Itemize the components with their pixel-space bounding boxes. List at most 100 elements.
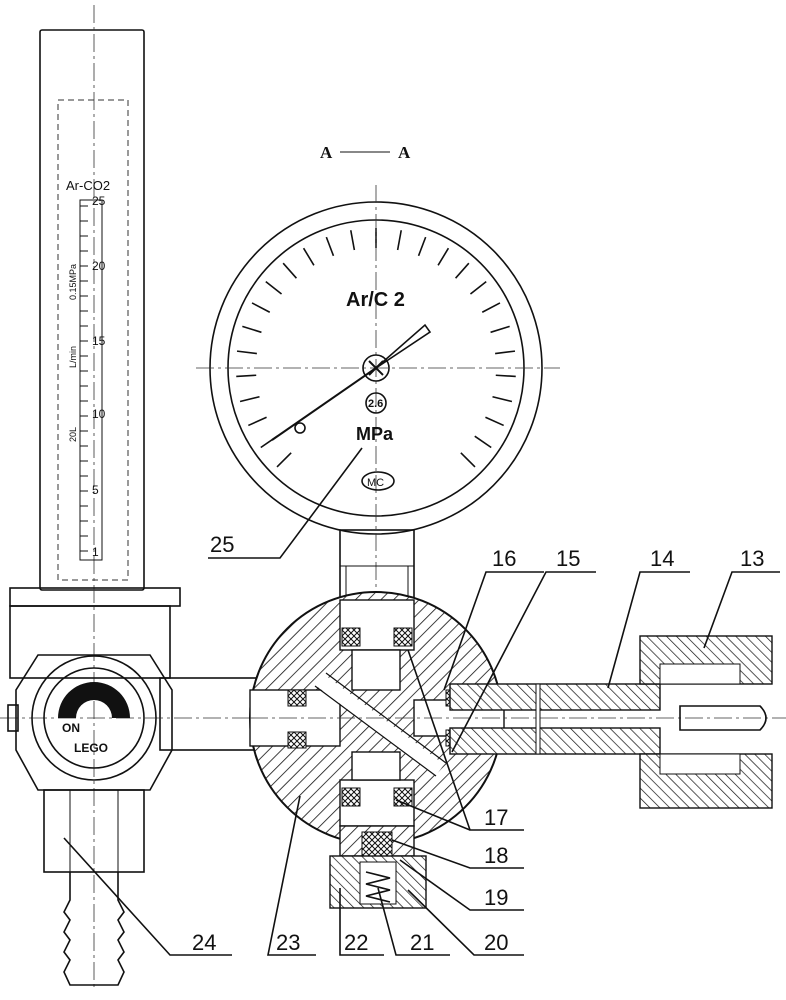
gauge-tick (325, 236, 335, 257)
leader-20 (407, 889, 524, 956)
label-15: 15 (556, 546, 580, 571)
gauge-tick (495, 374, 516, 378)
gauge-tick (454, 262, 470, 279)
gauge-tick (492, 395, 513, 403)
leader-24 (63, 837, 232, 956)
flowmeter-volume-text: 20L (68, 427, 78, 442)
gauge-scale-ticks (236, 228, 516, 468)
gauge-tick (239, 395, 260, 403)
leader-19 (399, 859, 524, 911)
label-14: 14 (650, 546, 674, 571)
gauge-tick (242, 325, 262, 334)
gauge-tick (349, 230, 356, 251)
leader-25 (208, 447, 363, 559)
hose-barb (63, 872, 125, 986)
gauge-tick (251, 302, 271, 313)
leader-22 (339, 888, 384, 956)
gauge-tick (460, 452, 476, 468)
gauge-tick (236, 374, 257, 378)
flow-scale-1: 1 (92, 545, 99, 559)
knob-side-stub (7, 704, 19, 732)
gauge-tick (481, 302, 501, 313)
knob-label-brand: LEGO (74, 741, 108, 755)
leader-16 (443, 571, 544, 691)
gauge-tick (469, 281, 487, 295)
gauge-needle (375, 323, 432, 369)
gauge-tick (248, 416, 267, 427)
gauge-tick (495, 350, 516, 355)
label-25: 25 (210, 532, 234, 557)
flowmeter-unit-text: L/min (68, 346, 78, 368)
flow-scale-15: 15 (92, 334, 106, 348)
flowmeter-tube-inner (57, 99, 129, 581)
connector-pipe-left (159, 677, 261, 751)
flow-scale-20: 20 (92, 259, 106, 273)
flowmeter-body (9, 605, 171, 679)
label-19: 19 (484, 885, 508, 910)
label-17: 17 (484, 805, 508, 830)
gauge-tick (417, 236, 427, 257)
flow-valve-knob: ON LEGO (0, 654, 300, 986)
label-13: 13 (740, 546, 764, 571)
gauge-tick (437, 247, 450, 266)
gauge-tick (490, 325, 510, 334)
gauge-tick (236, 350, 257, 355)
flowmeter-scale-strip (79, 199, 103, 561)
section-letter-left: A (320, 143, 333, 162)
o-ring-left-bottom (287, 731, 307, 749)
section-letter-right: A (398, 143, 411, 162)
flowmeter: Ar-CO2 25 20 15 10 5 1 0.15MPa L/min 20L (9, 5, 181, 990)
leader-21 (377, 887, 450, 956)
knob-dial-arc (58, 682, 130, 718)
outlet-pipe-lower-wall (449, 727, 661, 755)
gauge-unit-label: MPa (356, 424, 394, 444)
gauge-tick (485, 416, 504, 427)
leader-15 (451, 571, 596, 753)
flow-scale-5: 5 (92, 483, 99, 497)
label-18: 18 (484, 843, 508, 868)
gauge-tick (302, 247, 315, 266)
leader-18 (391, 839, 524, 869)
gauge-needle-tail (271, 367, 377, 441)
label-20: 20 (484, 930, 508, 955)
gauge-tick (276, 452, 292, 468)
leader-23 (267, 795, 316, 956)
flowmeter-scale-ticks (80, 205, 88, 552)
knob-inner-ring (43, 667, 145, 769)
label-16: 16 (492, 546, 516, 571)
valve-body (15, 654, 173, 791)
outlet-assembly (449, 635, 773, 809)
flow-scale-25: 25 (92, 194, 106, 208)
gauge-tick (396, 230, 403, 251)
regulator-body (249, 591, 786, 845)
leader-lines (63, 447, 780, 956)
gauge-maker-badge (361, 471, 395, 491)
leader-17b (395, 799, 471, 831)
bottom-valve-plug (329, 825, 427, 909)
part-labels: 25 24 23 22 21 20 19 18 17 16 15 14 13 (192, 532, 764, 955)
gauge-value-label: 2.6 (368, 398, 383, 410)
gauge-class-badge (365, 392, 387, 414)
leader-13 (703, 571, 780, 649)
knob-outer-ring (31, 655, 157, 781)
plug-spring (365, 871, 391, 903)
o-ring-left-top (287, 689, 307, 707)
section-label: A A (320, 143, 411, 162)
gauge-needle-hub (362, 354, 390, 382)
o-ring-bottom-left (341, 787, 361, 807)
flowmeter-pressure-text: 0.15MPa (68, 264, 78, 300)
flowmeter-tube-outer (39, 29, 145, 591)
gauge-stem (339, 529, 415, 601)
gauge-tick (265, 281, 283, 295)
knob-label-on: ON (62, 721, 80, 735)
o-ring-top-right (393, 627, 413, 647)
gauge-tick (474, 435, 492, 449)
flowmeter-gas-label: Ar-CO2 (66, 178, 110, 193)
flow-scale-10: 10 (92, 407, 106, 421)
gauge-tick (282, 262, 298, 279)
label-24: 24 (192, 930, 216, 955)
label-21: 21 (410, 930, 434, 955)
pressure-gauge: Ar/C 2 2.6 MPa MC (196, 185, 560, 640)
gauge-maker-mark: MC (367, 477, 384, 489)
